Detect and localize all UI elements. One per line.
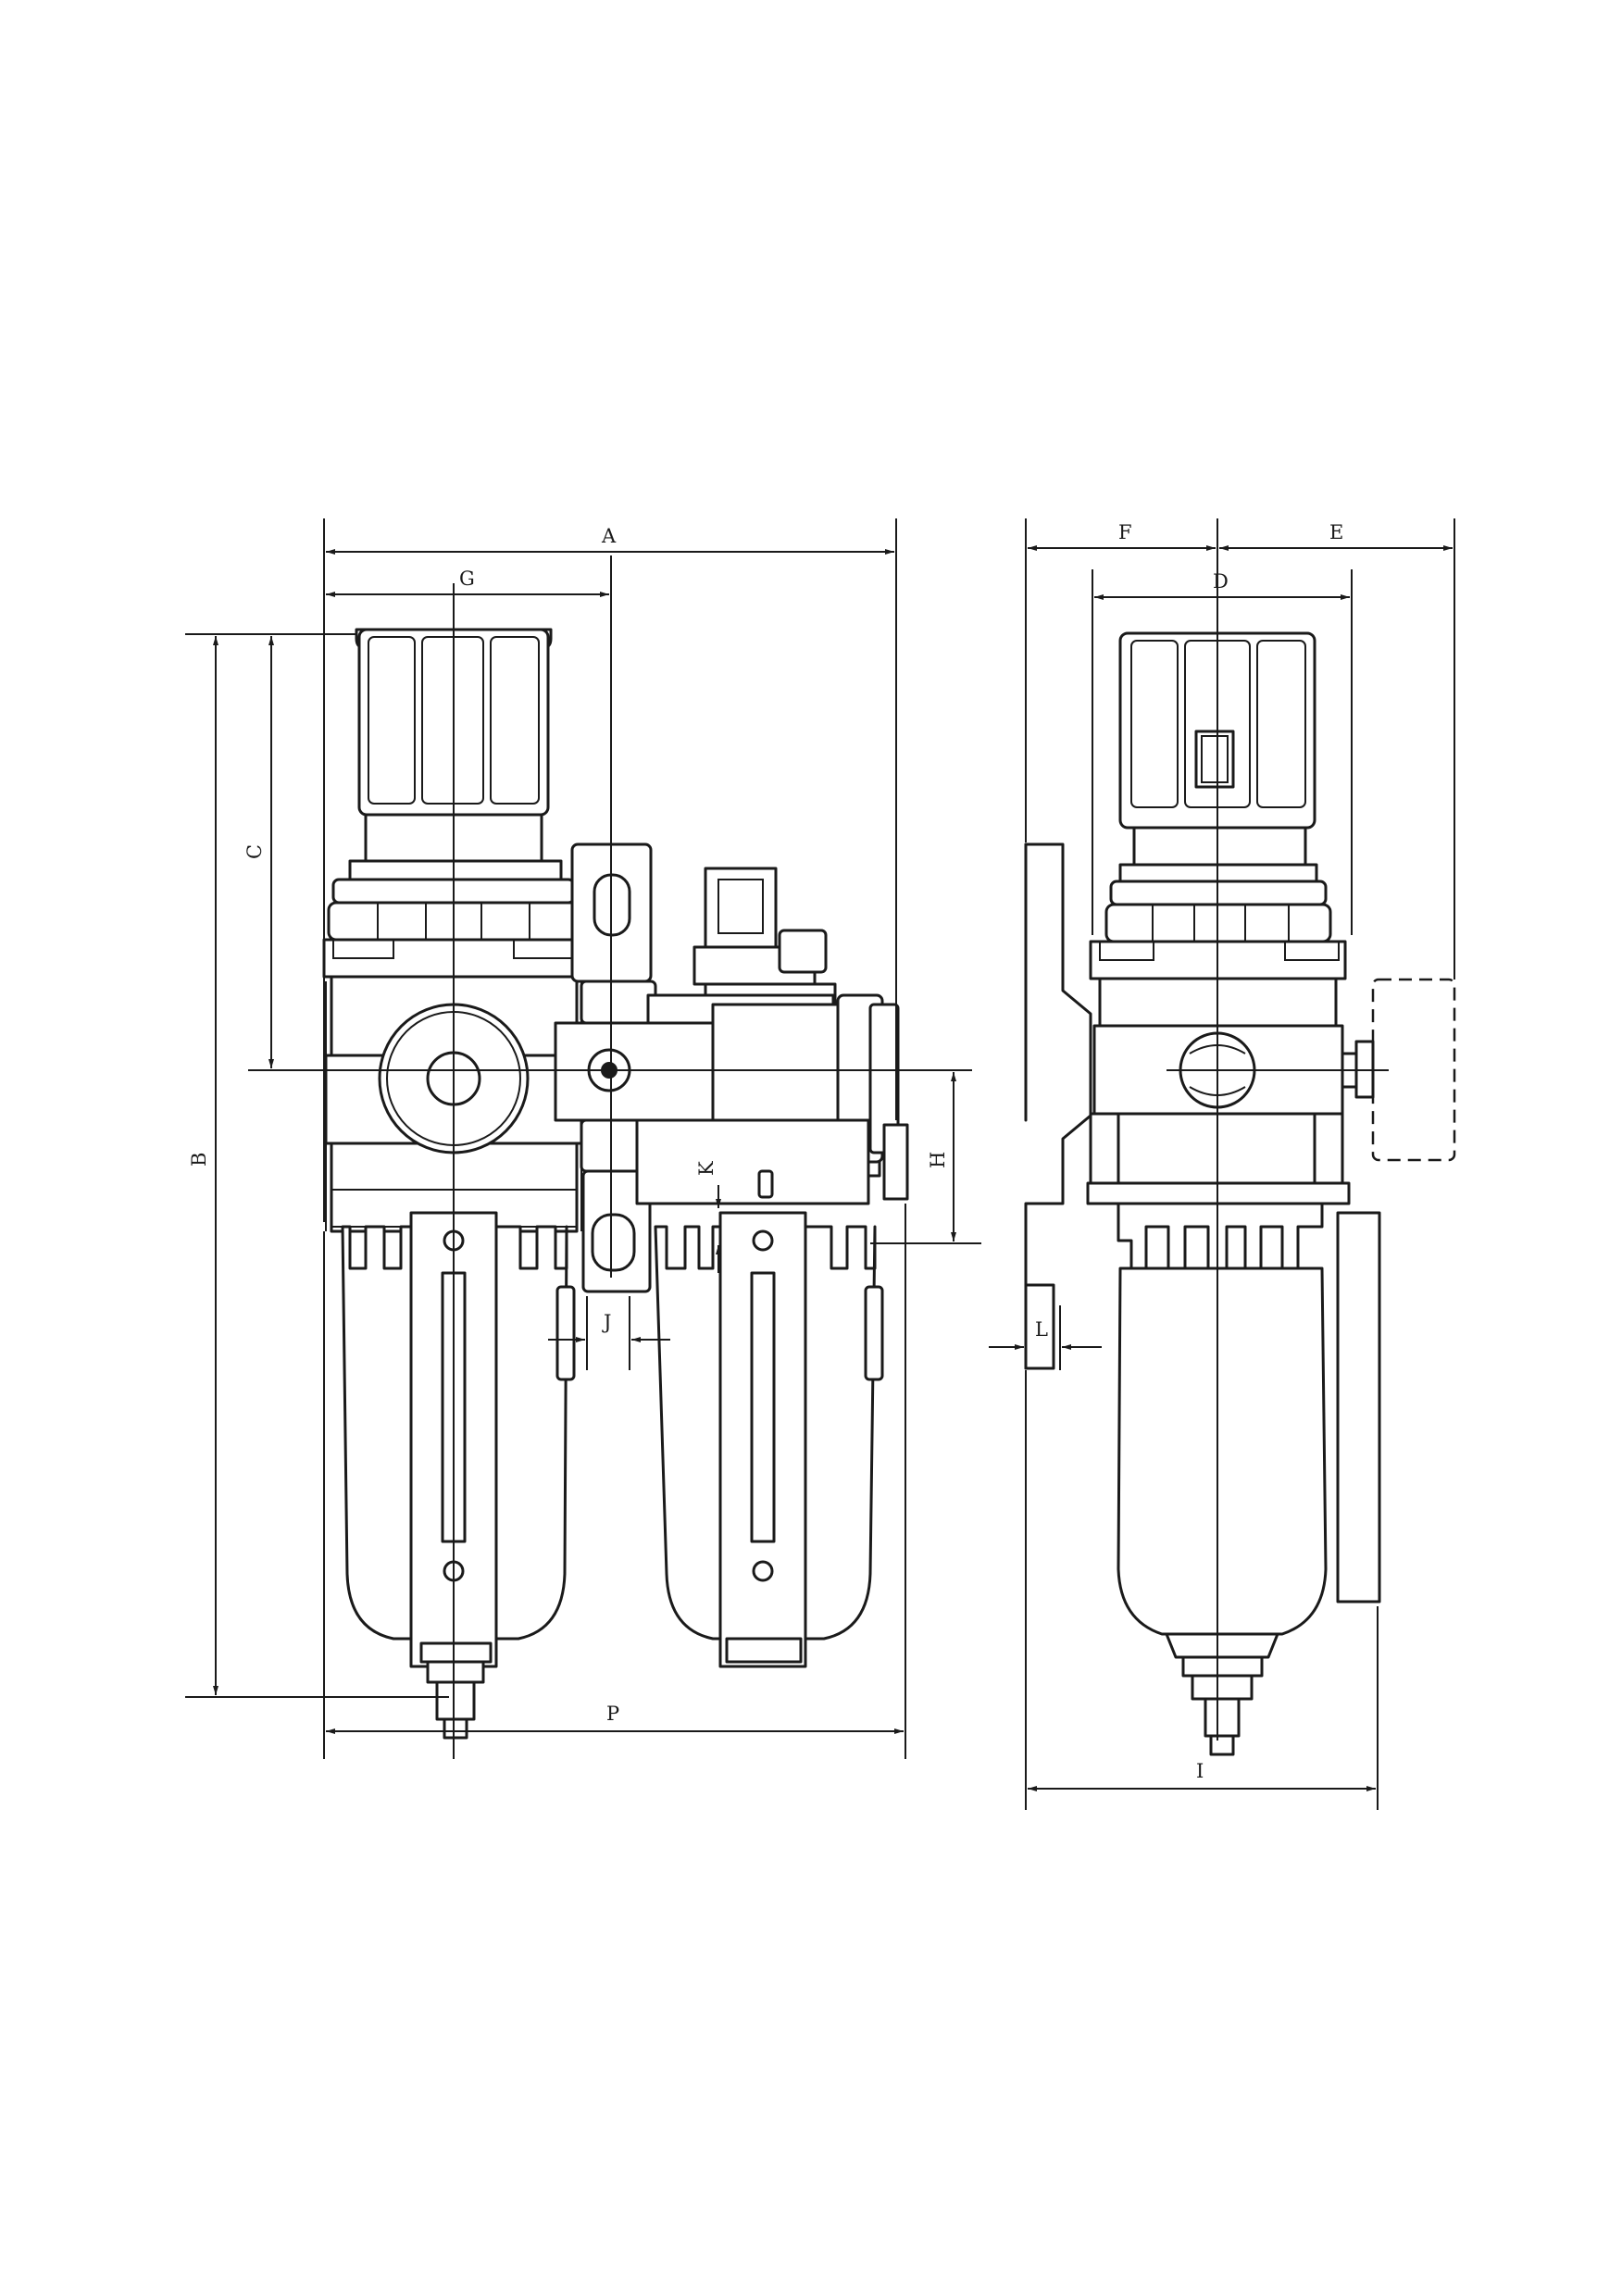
front-view: A G B C H K [185,518,981,1759]
dim-label-H: H [927,1152,949,1168]
dim-label-K: K [695,1161,717,1176]
dimension-P: P [323,1204,906,1759]
dimension-B: B [185,633,449,1698]
regulator-knob [348,628,563,881]
dimension-K: K [695,1161,721,1273]
dim-label-G: G [459,568,475,590]
dim-label-J: J [602,1311,611,1333]
dim-label-L: L [1035,1318,1048,1341]
rear-plate [1336,1211,1381,1603]
lubricator-bowl [654,1211,884,1668]
dimension-C: C [243,636,274,1068]
dimension-D: D [1092,569,1353,935]
dim-label-C: C [243,844,266,859]
dimension-G: G [326,568,609,597]
dimension-F: F [1025,518,1455,980]
dimension-E: E [1219,521,1453,551]
dim-label-E: E [1329,521,1343,543]
dimension-J: J [548,1296,670,1370]
dimension-A: A [323,518,897,1222]
dim-label-F: F [1118,521,1132,543]
dimension-H: H [870,1072,981,1244]
dimension-I: I [1025,1370,1379,1810]
side-view: F E D L I [989,518,1456,1810]
connector-block [554,842,715,1293]
mounting-bracket [1024,842,1092,1370]
filter-bowl [341,1211,576,1740]
dimension-L: L [989,1305,1102,1370]
dim-label-A: A [601,525,617,547]
side-bowl [1117,1202,1328,1756]
dim-label-P: P [606,1703,619,1725]
dim-label-B: B [188,1153,210,1167]
lubricator-body [635,867,909,1205]
dim-label-D: D [1213,570,1229,593]
dim-label-I: I [1196,1760,1204,1782]
